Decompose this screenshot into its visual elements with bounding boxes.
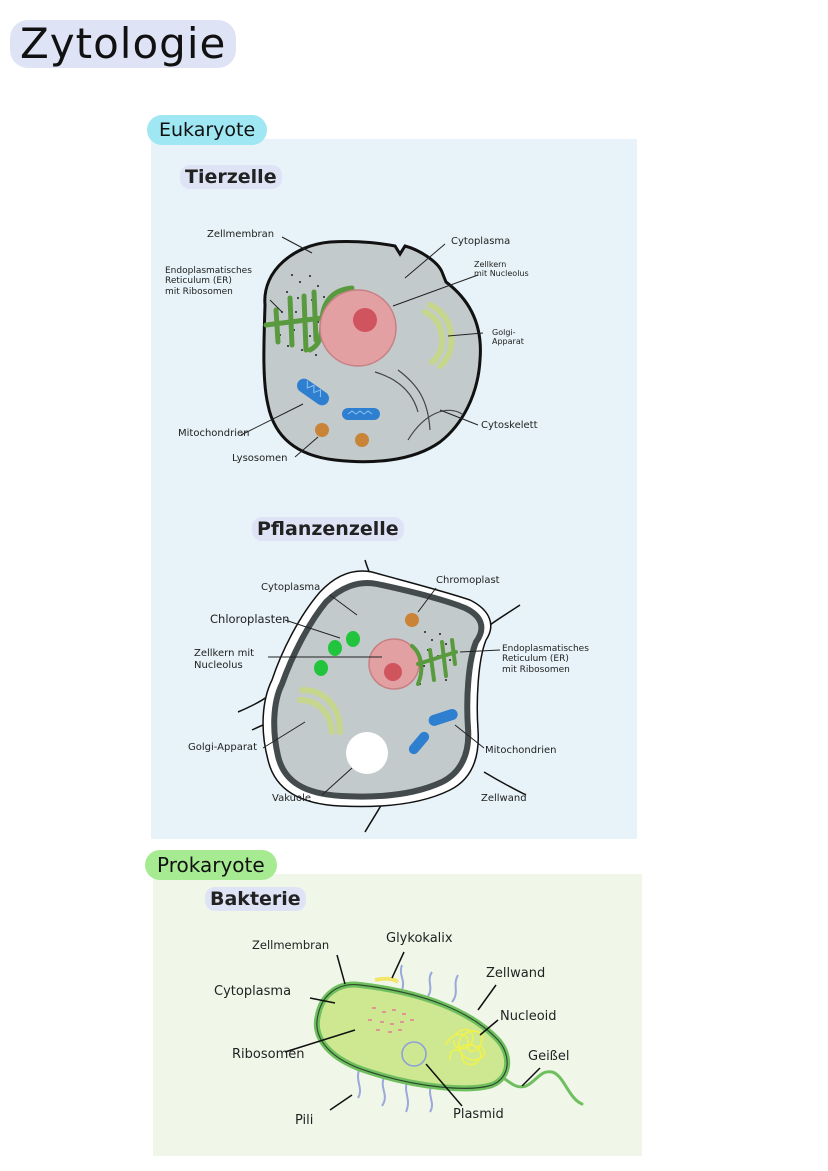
plant-nucleolus <box>384 663 402 681</box>
plant-label-cell-wall: Zellwand <box>481 793 527 804</box>
plant-cell-membrane <box>271 580 485 800</box>
bacterium-label-ribosomes: Ribosomen <box>232 1047 305 1062</box>
prokaryote-label: Prokaryote <box>145 850 277 880</box>
plant-mitochondrion <box>428 709 458 726</box>
plant-label-mitochondria: Mitochondrien <box>485 745 557 756</box>
bacterium-nucleoid <box>445 1028 486 1066</box>
bacterium-label-glycocalyx: Glykokalix <box>386 931 453 946</box>
plant-label-er: Endoplasmatisches Reticulum (ER) mit Rib… <box>502 644 589 675</box>
animal-label-cytoplasm: Cytoplasma <box>451 236 511 247</box>
plant-chloroplast <box>346 631 360 647</box>
plant-label-nucleus: Zellkern mit Nucleolus <box>194 648 255 671</box>
animal-nucleolus <box>353 308 377 332</box>
plant-vacuole <box>346 732 388 774</box>
animal-cell-heading: Tierzelle <box>180 165 282 189</box>
bacterium-label-cell-wall: Zellwand <box>486 966 546 981</box>
bacterium-diagram <box>284 951 584 1113</box>
plant-label-vacuole: Vakuole <box>272 793 312 804</box>
plant-mitochondrion <box>408 731 430 755</box>
plant-chromoplast <box>405 613 419 627</box>
animal-mitochondria <box>296 378 380 420</box>
plant-er <box>410 638 458 686</box>
animal-label-lysosomes: Lysosomen <box>232 453 288 464</box>
plant-chloroplast <box>328 640 342 656</box>
plant-cell-diagram <box>237 559 527 833</box>
bacterium-plasmid <box>401 1041 427 1067</box>
bacterium-label-pili: Pili <box>295 1113 314 1128</box>
bacterium-heading: Bakterie <box>205 887 306 911</box>
bacterium-glycocalyx <box>374 976 400 984</box>
bacterium-cell-wall <box>313 981 510 1092</box>
animal-lysosome <box>315 423 329 437</box>
bacterium-label-nucleoid: Nucleoid <box>500 1009 557 1024</box>
plant-label-chloroplasts: Chloroplasten <box>210 612 290 626</box>
animal-label-mitochondria: Mitochondrien <box>178 428 250 439</box>
animal-label-nucleus: Zellkern mit Nucleolus <box>474 260 529 279</box>
bacterium-label-cytoplasm: Cytoplasma <box>214 984 292 999</box>
animal-cytoskeleton <box>374 369 463 441</box>
eukaryote-label: Eukaryote <box>147 115 268 145</box>
plant-cell-heading: Pflanzenzelle <box>252 517 404 541</box>
plant-label-chromoplast: Chromoplast <box>436 575 500 586</box>
plant-leader-lines <box>262 587 501 796</box>
bacterium-leader-lines <box>284 951 541 1111</box>
animal-cell-diagram <box>240 236 484 464</box>
animal-lysosome <box>355 433 369 447</box>
animal-label-membrane: Zellmembran <box>207 229 275 240</box>
bacterium-label-plasmid: Plasmid <box>453 1107 504 1122</box>
plant-label-cytoplasm: Cytoplasma <box>261 582 321 593</box>
animal-label-golgi: Golgi- Apparat <box>492 328 524 347</box>
plant-label-golgi: Golgi-Apparat <box>188 742 257 753</box>
animal-golgi <box>422 302 455 369</box>
bacterium-label-membrane: Zellmembran <box>252 938 330 952</box>
bacterium-flagellum <box>493 1070 584 1106</box>
bacterium-ribosomes <box>368 1007 414 1033</box>
animal-leader-lines <box>240 236 484 458</box>
page-title: Zytologie <box>10 20 237 68</box>
bacterium-label-flagellum: Geißel <box>528 1049 570 1064</box>
plant-golgi <box>297 687 343 735</box>
animal-label-er: Endoplasmatisches Reticulum (ER) mit Rib… <box>165 266 252 297</box>
plant-chloroplast <box>314 660 328 676</box>
bacterium-membrane <box>316 984 508 1089</box>
animal-label-cytoskeleton: Cytoskelett <box>481 420 538 431</box>
